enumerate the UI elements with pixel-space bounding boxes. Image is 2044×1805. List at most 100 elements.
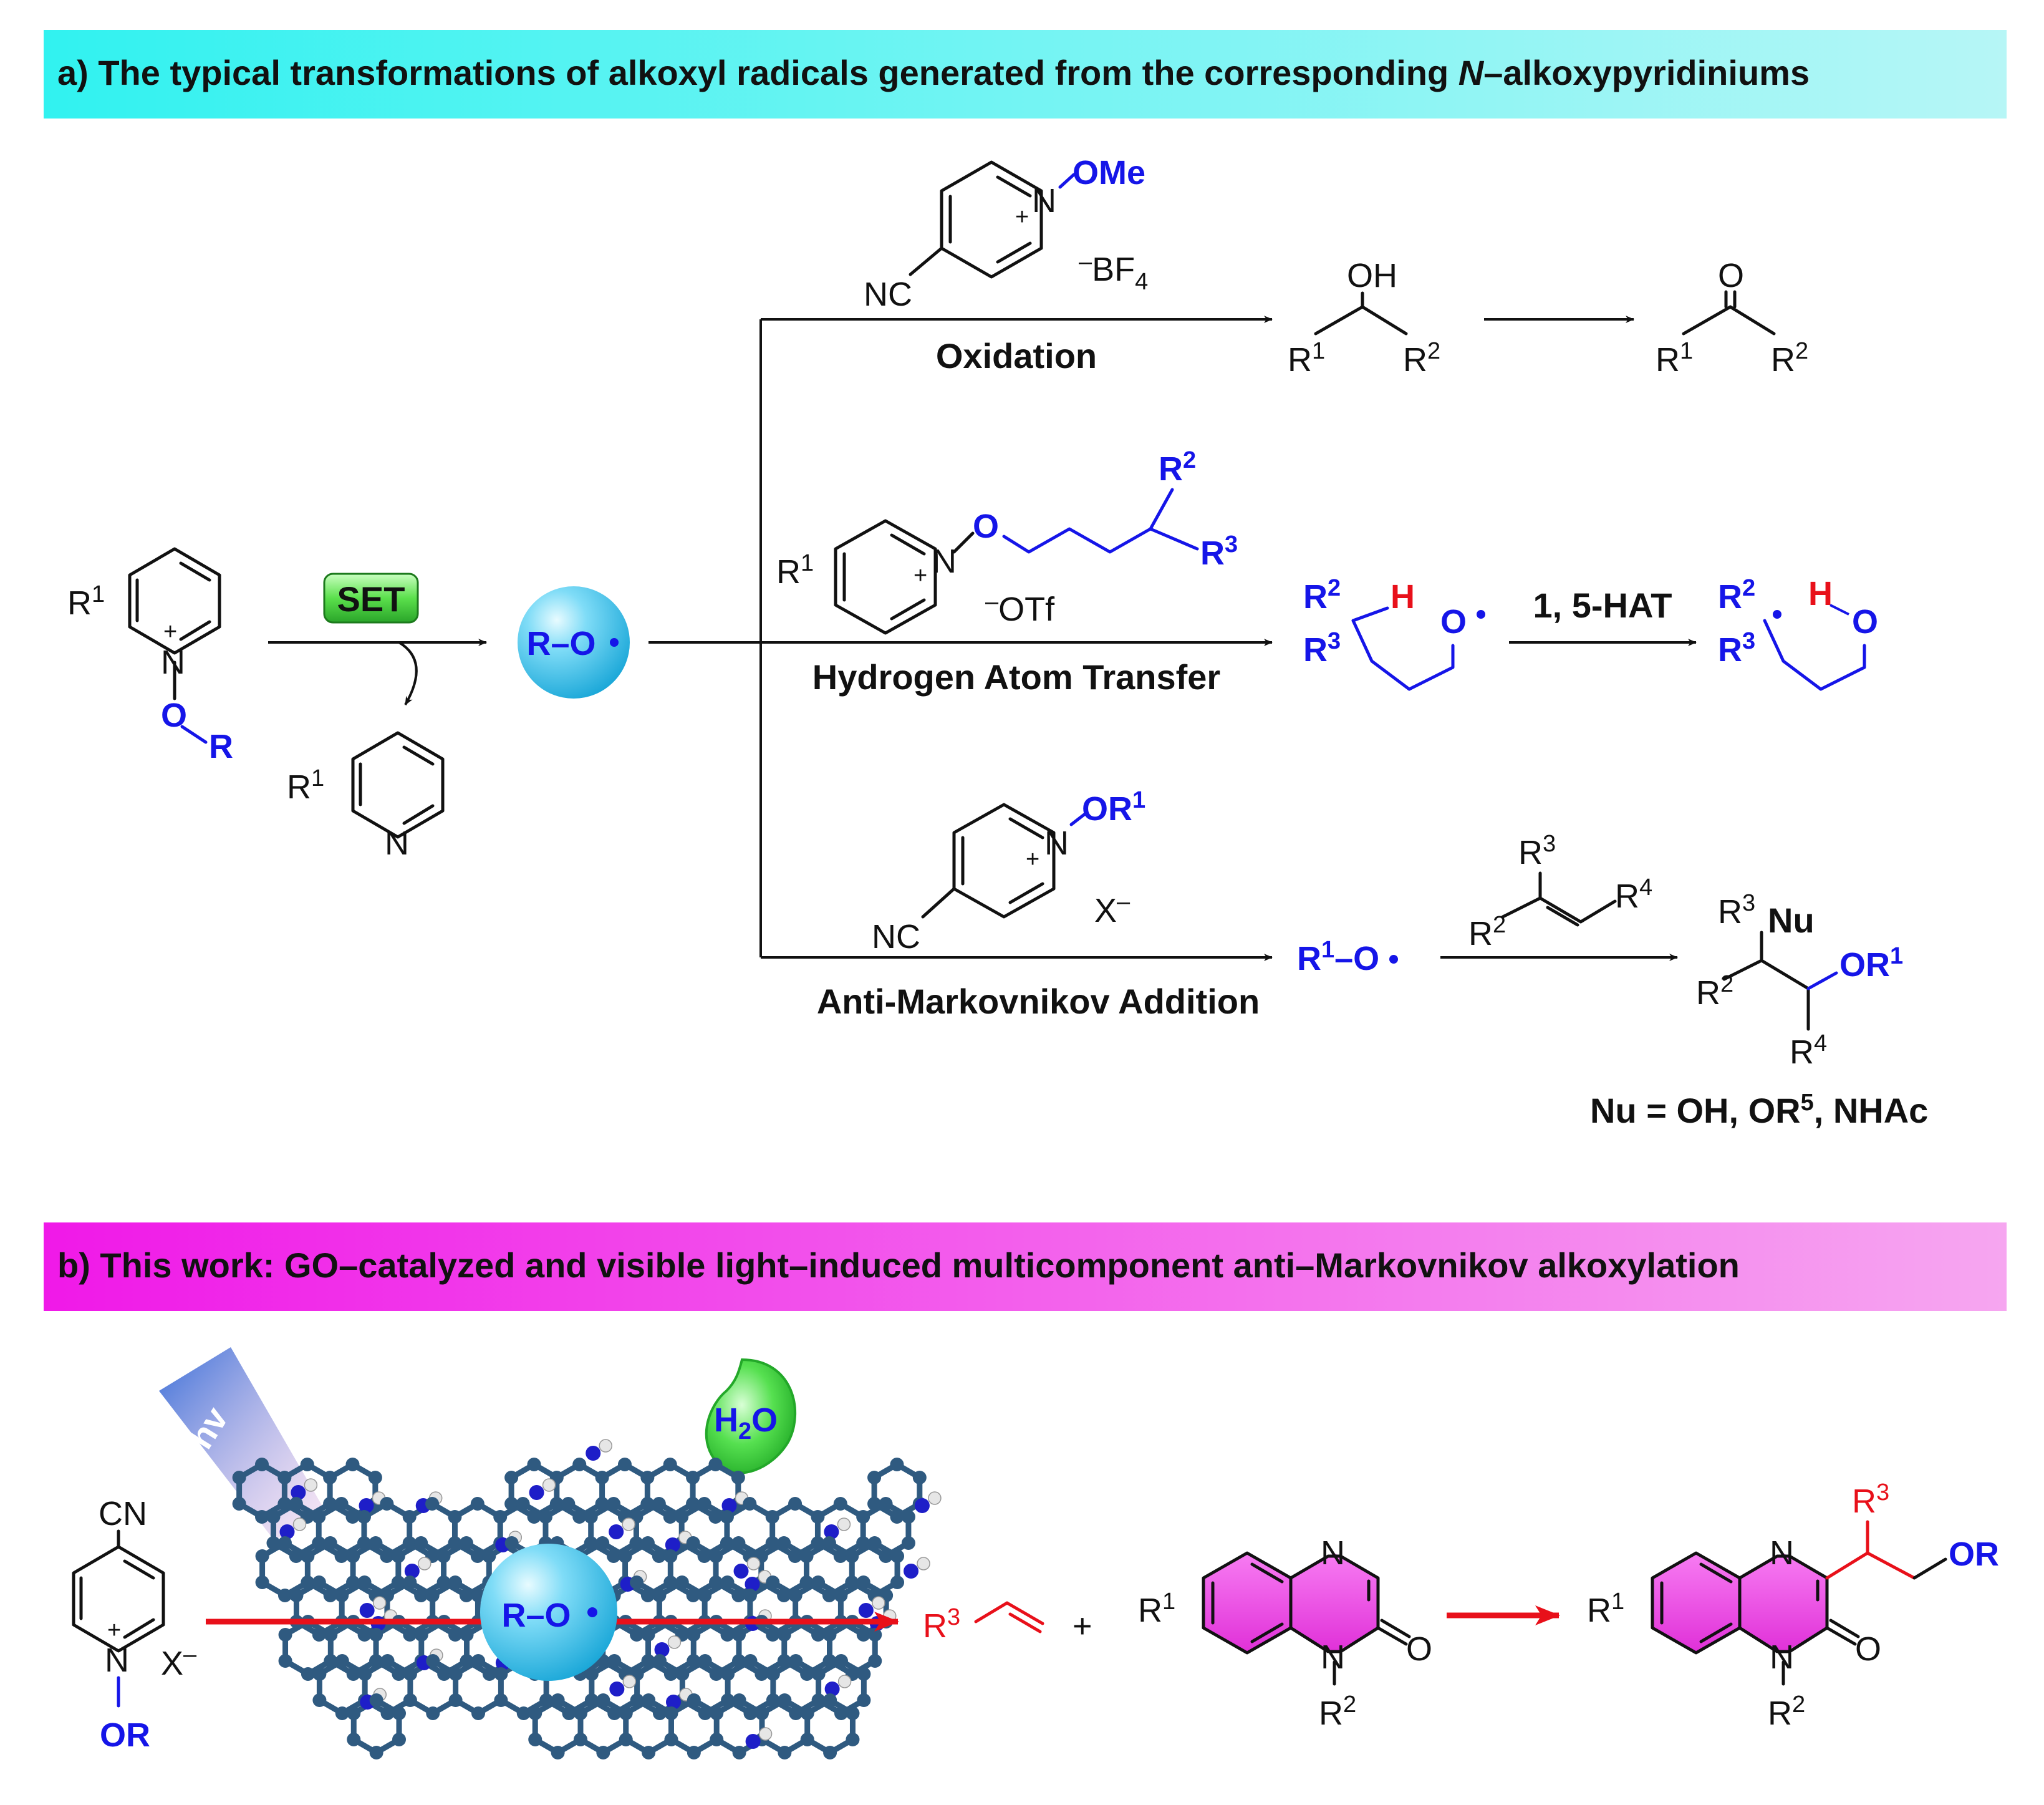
graphene-atom — [630, 1693, 644, 1707]
graphene-atom — [504, 1497, 519, 1511]
svg-text:+: + — [163, 619, 177, 645]
graphene-atom — [640, 1536, 655, 1550]
go-radical-sphere — [480, 1544, 617, 1681]
hat-radical-end: R2 H R3 O — [1718, 575, 1878, 691]
graphene-atom — [901, 1510, 915, 1524]
graphene-atom — [312, 1575, 326, 1589]
graphene-atom — [640, 1589, 655, 1602]
graphene-atom — [778, 1746, 792, 1759]
graphene-atom — [709, 1667, 723, 1681]
graphene-atom — [334, 1549, 349, 1563]
graphene-atom — [823, 1693, 837, 1707]
graphene-atom — [470, 1497, 484, 1511]
graphene-atom — [619, 1733, 633, 1746]
pyridinium-salt: CN N + X– OR — [72, 1495, 197, 1754]
graphene-atom — [391, 1549, 405, 1563]
graphene-atom — [357, 1510, 371, 1524]
graphene-atom — [640, 1497, 655, 1511]
graphene-atom — [607, 1706, 622, 1720]
graphene-atom — [642, 1693, 656, 1707]
graphene-atom — [640, 1471, 655, 1484]
graphene-atom — [437, 1667, 451, 1681]
graphene-atom — [335, 1589, 349, 1602]
graphene-atom — [494, 1667, 508, 1681]
graphene-atom — [414, 1536, 428, 1550]
graphene-atom — [369, 1536, 383, 1550]
svg-text:R2: R2 — [1771, 338, 1808, 379]
graphene-atom — [584, 1536, 598, 1550]
graphene-atom — [856, 1510, 870, 1524]
svg-text:R1: R1 — [1138, 1589, 1175, 1629]
graphene-atom — [811, 1536, 825, 1550]
svg-text:R3: R3 — [1518, 831, 1556, 871]
graphene-atom — [392, 1706, 406, 1720]
svg-text:O: O — [973, 508, 999, 545]
svg-text:CN: CN — [99, 1495, 147, 1532]
graphene-atom — [347, 1733, 361, 1746]
svg-text:R1: R1 — [1656, 338, 1693, 379]
radical-label: R–O — [526, 625, 595, 662]
graphene-atom — [720, 1628, 735, 1642]
graphene-atom — [845, 1575, 859, 1589]
graphene-atom — [596, 1693, 610, 1707]
graphene-atom — [846, 1733, 860, 1746]
svg-text:O: O — [161, 697, 187, 734]
graphene-atom — [357, 1575, 372, 1589]
graphene-atom — [687, 1693, 701, 1707]
graphene-atom — [255, 1549, 269, 1563]
graphene-atom — [799, 1575, 814, 1589]
svg-text:Nu: Nu — [1768, 901, 1815, 940]
go-hydrogen — [372, 1596, 387, 1610]
graphene-atom — [324, 1654, 338, 1668]
graphene-atom — [698, 1706, 712, 1720]
svg-text:OR1: OR1 — [1082, 787, 1145, 828]
graphene-atom — [561, 1497, 576, 1511]
svg-text:R3: R3 — [1303, 628, 1341, 669]
graphene-atom — [380, 1654, 395, 1668]
graphene-atom — [687, 1628, 701, 1642]
graphene-atom — [731, 1589, 746, 1602]
graphene-atom — [527, 1458, 541, 1471]
svg-text:R1: R1 — [1288, 338, 1325, 379]
graphene-atom — [426, 1706, 440, 1720]
graphene-atom — [630, 1628, 644, 1642]
graphene-atom — [800, 1706, 814, 1720]
graphene-atom — [539, 1693, 554, 1707]
go-heteroatom — [904, 1564, 919, 1579]
svg-text:OR: OR — [1949, 1536, 1999, 1573]
graphene-atom — [823, 1746, 837, 1759]
graphene-atom — [834, 1706, 848, 1720]
graphene-atom — [686, 1497, 700, 1511]
svg-text:R4: R4 — [1615, 874, 1652, 915]
svg-text:R1: R1 — [67, 581, 105, 622]
graphene-atom — [403, 1667, 417, 1681]
graphene-atom — [584, 1510, 598, 1524]
graphene-atom — [652, 1706, 667, 1720]
graphene-atom — [697, 1497, 711, 1511]
go-heteroatom — [291, 1485, 306, 1500]
graphene-atom — [846, 1706, 860, 1720]
graphene-atom — [765, 1536, 779, 1550]
graphene-atom — [369, 1693, 383, 1707]
graphene-atom — [607, 1654, 622, 1668]
graphene-atom — [822, 1654, 837, 1668]
graphene-atom — [731, 1536, 746, 1550]
graphene-atom — [834, 1654, 848, 1668]
graphene-atom — [572, 1458, 587, 1471]
go-hydrogen — [872, 1596, 885, 1610]
graphene-atom — [822, 1628, 837, 1642]
go-heteroatom — [609, 1524, 624, 1539]
graphene-atom — [436, 1575, 451, 1589]
svg-text:R2: R2 — [1768, 1691, 1805, 1732]
graphene-atom — [448, 1693, 463, 1707]
graphene-atom — [890, 1510, 904, 1524]
graphene-atom — [426, 1654, 440, 1668]
water-droplet: H2O — [705, 1358, 797, 1474]
graphene-atom — [710, 1733, 724, 1746]
graphene-atom — [459, 1536, 473, 1550]
graphene-atom — [822, 1536, 836, 1550]
graphene-atom — [732, 1628, 746, 1642]
ketone-product: O R1 R2 — [1656, 257, 1808, 379]
graphene-atom — [380, 1549, 394, 1563]
graphene-atom — [277, 1589, 292, 1602]
